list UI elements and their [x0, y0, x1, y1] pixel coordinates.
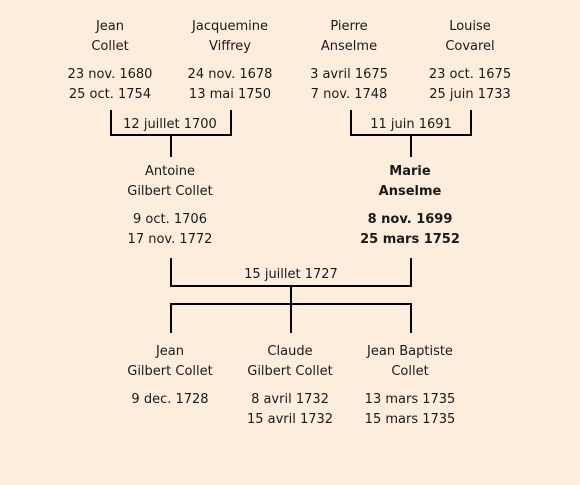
connector-line [290, 303, 292, 333]
last-name: Gilbert Collet [127, 184, 213, 199]
death-date: 25 mars 1752 [360, 232, 460, 247]
first-name: Claude [267, 344, 313, 359]
person-jacquemine-viffrey: Jacquemine Viffrey 24 nov. 1678 13 mai 1… [170, 17, 290, 105]
last-name: Collet [391, 364, 429, 379]
marriage-date-collet-viffrey: 12 juillet 1700 [116, 117, 224, 133]
death-date: 25 juin 1733 [429, 87, 511, 102]
birth-date: 24 nov. 1678 [187, 67, 273, 82]
first-name: Jean Baptiste [367, 344, 453, 359]
connector-line [230, 110, 232, 136]
marriage-date-anselme-covarel: 11 juin 1691 [362, 117, 460, 133]
person-jean-baptiste-collet: Jean Baptiste Collet 13 mars 1735 15 mar… [350, 342, 470, 430]
person-marie-anselme: Marie Anselme 8 nov. 1699 25 mars 1752 [350, 162, 470, 250]
death-date: 17 nov. 1772 [127, 232, 213, 247]
connector-line [170, 258, 172, 287]
last-name: Viffrey [209, 39, 251, 54]
connector-line [410, 134, 412, 157]
connector-line [470, 110, 472, 136]
birth-date: 3 avril 1675 [310, 67, 388, 82]
birth-date: 8 avril 1732 [251, 392, 329, 407]
connector-line [410, 303, 412, 333]
marriage-date-collet-anselme: 15 juillet 1727 [236, 267, 346, 283]
birth-date: 9 oct. 1706 [133, 212, 207, 227]
last-name: Gilbert Collet [127, 364, 213, 379]
last-name: Gilbert Collet [247, 364, 333, 379]
birth-date: 23 nov. 1680 [67, 67, 153, 82]
last-name: Anselme [378, 184, 442, 199]
death-date: 7 nov. 1748 [310, 87, 388, 102]
first-name: Louise [449, 19, 491, 34]
person-claude-gilbert-collet: Claude Gilbert Collet 8 avril 1732 15 av… [230, 342, 350, 430]
birth-date: 23 oct. 1675 [428, 67, 512, 82]
person-louise-covarel: Louise Covarel 23 oct. 1675 25 juin 1733 [410, 17, 530, 105]
connector-line [410, 258, 412, 287]
connector-line [110, 110, 112, 136]
connector-line [290, 285, 292, 305]
birth-date: 8 nov. 1699 [367, 212, 453, 227]
death-date: 15 avril 1732 [246, 412, 334, 427]
last-name: Anselme [320, 39, 378, 54]
first-name: Antoine [144, 164, 196, 179]
first-name: Jean [95, 19, 125, 34]
birth-date: 9 dec. 1728 [131, 392, 209, 407]
last-name: Collet [91, 39, 129, 54]
death-date: 15 mars 1735 [364, 412, 456, 427]
first-name: Jean [155, 344, 185, 359]
person-pierre-anselme: Pierre Anselme 3 avril 1675 7 nov. 1748 [289, 17, 409, 105]
connector-line [170, 303, 172, 333]
person-antoine-gilbert-collet: Antoine Gilbert Collet 9 oct. 1706 17 no… [110, 162, 230, 250]
first-name: Marie [389, 164, 431, 179]
death-date: 25 oct. 1754 [68, 87, 152, 102]
first-name: Jacquemine [192, 19, 268, 34]
birth-date: 13 mars 1735 [364, 392, 456, 407]
death-date: 13 mai 1750 [188, 87, 272, 102]
connector-line [350, 110, 352, 136]
person-jean-gilbert-collet: Jean Gilbert Collet 9 dec. 1728 [110, 342, 230, 410]
connector-line [170, 134, 172, 157]
first-name: Pierre [330, 19, 368, 34]
last-name: Covarel [445, 39, 495, 54]
person-jean-collet: Jean Collet 23 nov. 1680 25 oct. 1754 [50, 17, 170, 105]
